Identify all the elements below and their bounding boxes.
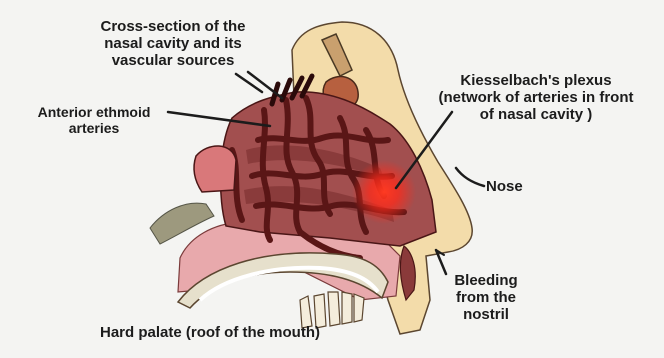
- nose-leader: [456, 168, 484, 186]
- nose-label: Nose: [486, 178, 523, 195]
- hard-palate-label: Hard palate (roof of the mouth): [100, 324, 320, 341]
- teeth: [300, 292, 364, 328]
- anterior-ethmoid-label: Anterior ethmoid arteries: [20, 104, 168, 136]
- bleeding-label: Bleeding from the nostril: [446, 272, 526, 323]
- title-label: Cross-section of the nasal cavity and it…: [84, 18, 262, 69]
- ethmoid-bone: [194, 146, 236, 192]
- kiesselbach-label: Kiesselbach's plexus (network of arterie…: [420, 72, 652, 123]
- kiesselbach-plexus-glow: [352, 160, 416, 224]
- title-leader-1: [236, 74, 262, 92]
